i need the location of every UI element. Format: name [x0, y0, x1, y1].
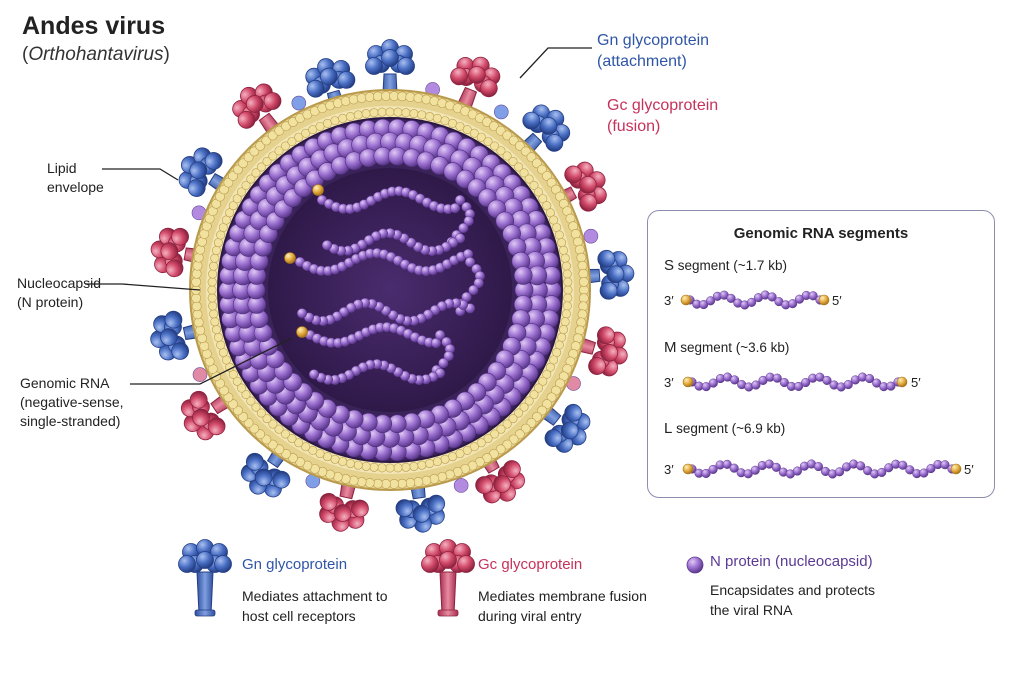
nucleocapsid-label-line2: (N protein) [17, 294, 84, 310]
nucleocapsid-label-line1: Nucleocapsid [17, 275, 102, 291]
diagram-title: Andes virus [22, 12, 166, 40]
s-segment-5-end: 5′ [832, 293, 842, 308]
rna-segments-panel: Genomic RNA segments S segment (~1.7 kb)… [647, 210, 995, 498]
genomic-rna-label: Genomic RNA (negative-sense, single-stra… [20, 374, 124, 431]
rna-label-line2: (negative-sense, [20, 394, 124, 410]
legend-gn-description: Mediates attachment to host cell recepto… [242, 586, 388, 626]
m-segment-5-end: 5′ [911, 375, 921, 390]
legend-gc-desc-line2: during viral entry [478, 608, 582, 624]
legend-n-desc-line1: Encapsidates and protects [710, 582, 875, 598]
lipid-label-line1: Lipid [47, 160, 77, 176]
s-segment-3-end: 3′ [664, 293, 674, 308]
gc-callout: Gc glycoprotein (fusion) [607, 95, 718, 137]
m-segment-label: M segment (~3.6 kb) [664, 339, 789, 356]
s-segment-size: segment (~1.7 kb) [674, 258, 787, 273]
m-segment-letter: M [664, 339, 677, 356]
rna-label-line1: Genomic RNA [20, 375, 110, 391]
diagram-subtitle: (Orthohantavirus) [22, 44, 170, 65]
rna-segment-strands [680, 290, 962, 479]
m-segment-size: segment (~3.6 kb) [676, 340, 790, 355]
legend-n-description: Encapsidates and protects the viral RNA [710, 580, 875, 620]
legend-gn-title: Gn glycoprotein [242, 556, 348, 573]
legend-n-desc-line2: the viral RNA [710, 602, 793, 618]
label-pointer-lines [85, 47, 592, 385]
nucleocapsid-layer [218, 118, 562, 462]
legend-n-title: N protein (nucleocapsid) [710, 553, 873, 570]
l-segment-5-end: 5′ [964, 462, 974, 477]
l-segment-size: segment (~6.9 kb) [672, 421, 786, 436]
legend-gc-icon [421, 539, 475, 617]
genus-name: Orthohantavirus [28, 44, 164, 65]
nucleocapsid-label: Nucleocapsid (N protein) [17, 274, 101, 312]
l-segment-3-end: 3′ [664, 462, 674, 477]
gn-callout: Gn glycoprotein (attachment) [597, 30, 709, 72]
gc-callout-role: (fusion) [607, 118, 661, 135]
legend-gn-desc-line1: Mediates attachment to [242, 588, 388, 604]
legend-gn-icon [178, 539, 232, 617]
genomic-rna-strands [284, 184, 485, 386]
l-segment-label: L segment (~6.9 kb) [664, 420, 785, 437]
lipid-envelope-label: Lipid envelope [47, 159, 104, 197]
lipid-label-line2: envelope [47, 179, 104, 195]
rna-label-line3: single-stranded) [20, 413, 121, 429]
l-segment-letter: L [664, 420, 673, 437]
s-segment-label: S segment (~1.7 kb) [664, 257, 787, 274]
m-segment-3-end: 3′ [664, 375, 674, 390]
legend-n-protein-icon [686, 556, 704, 574]
legend-gc-desc-line1: Mediates membrane fusion [478, 588, 647, 604]
rna-panel-title: Genomic RNA segments [733, 225, 909, 242]
legend-gn-desc-line2: host cell receptors [242, 608, 356, 624]
legend-gc-title: Gc glycoprotein [478, 556, 583, 573]
s-segment-letter: S [664, 257, 675, 274]
gn-callout-title: Gn glycoprotein [597, 32, 710, 49]
legend-gc-description: Mediates membrane fusion during viral en… [478, 586, 647, 626]
gc-callout-title: Gc glycoprotein [607, 97, 719, 114]
gn-callout-role: (attachment) [597, 53, 687, 70]
